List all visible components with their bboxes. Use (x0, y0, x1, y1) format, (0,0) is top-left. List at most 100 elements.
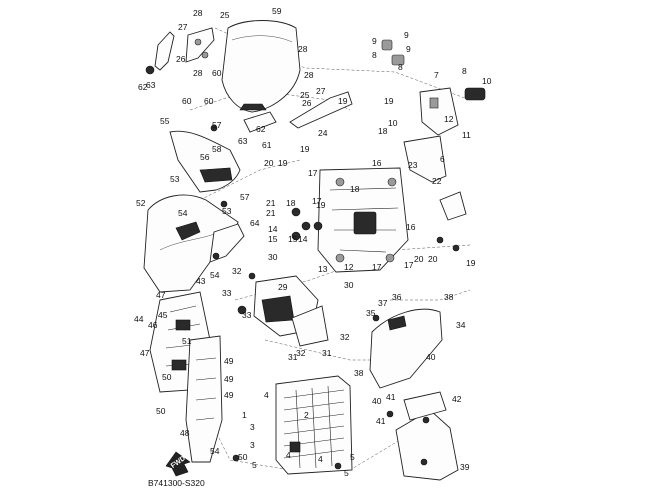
part-number-label: 30 (268, 252, 278, 262)
part-number-label: 50 (162, 372, 172, 382)
lower-panel-left (185, 335, 223, 463)
part-number-label: 4 (286, 450, 291, 460)
part-number-label: 25 (300, 90, 310, 100)
part-number-label: 5 (252, 460, 257, 470)
part-number-label: 42 (452, 394, 462, 404)
part-number-label: 52 (136, 198, 146, 208)
part-number-label: 17 (404, 260, 414, 270)
part-number-label: 60 (182, 96, 192, 106)
part-number-label: 22 (432, 176, 442, 186)
part-number-label: 23 (408, 160, 418, 170)
part-number-label: 4 (318, 454, 323, 464)
part-number-label: 19 (338, 96, 348, 106)
part-number-label: 19 (278, 158, 288, 168)
part-number-label: 12 (444, 114, 454, 124)
part-number-label: 30 (344, 280, 354, 290)
side-bracket-right (403, 135, 467, 221)
part-number-label: 41 (386, 392, 396, 402)
part-number-label: 32 (296, 348, 306, 358)
side-fairing-left (143, 194, 239, 293)
part-number-label: 27 (316, 86, 326, 96)
part-number-label: 15 (288, 234, 298, 244)
part-number-label: 25 (220, 10, 230, 20)
part-number-label: 33 (242, 310, 252, 320)
part-number-label: 55 (160, 116, 170, 126)
part-number-label: 63 (146, 80, 156, 90)
trim-strip-left (154, 31, 175, 71)
part-number-label: 26 (176, 54, 186, 64)
part-number-label: 50 (156, 406, 166, 416)
part-number-label: 18 (286, 198, 296, 208)
fasteners (145, 65, 460, 470)
part-number-label: 53 (170, 174, 180, 184)
part-number-label: 12 (344, 262, 354, 272)
part-number-label: 9 (404, 30, 409, 40)
part-number-label: 62 (138, 82, 148, 92)
part-number-label: 54 (210, 446, 220, 456)
part-number-label: 5 (344, 468, 349, 478)
part-number-label: 48 (180, 428, 190, 438)
part-number-label: 32 (340, 332, 350, 342)
part-number-label: 51 (182, 336, 192, 346)
part-number-label: 57 (212, 120, 222, 130)
part-number-label: 54 (178, 208, 188, 218)
part-number-label: 46 (148, 320, 158, 330)
part-number-label: 28 (193, 68, 203, 78)
part-number-label: 8 (398, 62, 403, 72)
part-number-label: 17 (312, 196, 322, 206)
part-number-label: 61 (262, 140, 272, 150)
part-number-label: 20 (428, 254, 438, 264)
duct-cover (291, 305, 329, 347)
part-number-label: 21 (266, 198, 276, 208)
part-number-label: 40 (426, 352, 436, 362)
part-number-label: 34 (456, 320, 466, 330)
part-number-label: 58 (212, 144, 222, 154)
part-number-label: 6 (440, 154, 445, 164)
part-number-label: 54 (210, 270, 220, 280)
part-number-label: 47 (140, 348, 150, 358)
part-number-label: 14 (298, 234, 308, 244)
upper-cowl (169, 130, 241, 193)
part-number-label: 2 (304, 410, 309, 420)
part-number-label: 19 (466, 258, 476, 268)
part-number-label: 59 (272, 6, 282, 16)
part-number-label: 18 (378, 126, 388, 136)
part-number-label: 28 (193, 8, 203, 18)
part-number-label: 21 (266, 208, 276, 218)
lower-panel-right (395, 391, 459, 481)
part-number-label: 24 (318, 128, 328, 138)
part-number-label: 7 (434, 70, 439, 80)
part-number-label: 5 (350, 452, 355, 462)
part-number-label: 17 (372, 262, 382, 272)
upper-bracket-right (381, 39, 486, 136)
part-number-label: 10 (482, 76, 492, 86)
side-fairing-right (369, 308, 443, 389)
part-number-label: 29 (278, 282, 288, 292)
part-number-label: 17 (308, 168, 318, 178)
mirror-stay (243, 91, 353, 133)
diagram-code: B741300-S320 (148, 478, 205, 488)
part-number-label: 19 (316, 200, 326, 210)
part-number-label: 18 (350, 184, 360, 194)
part-number-label: 19 (300, 144, 310, 154)
part-number-label: 50 (238, 452, 248, 462)
part-number-label: 60 (212, 68, 222, 78)
part-number-label: 64 (250, 218, 260, 228)
part-number-label: 27 (178, 22, 188, 32)
part-number-label: 28 (304, 70, 314, 80)
part-number-label: 36 (392, 292, 402, 302)
headlight-stay (317, 167, 409, 273)
part-number-label: 11 (462, 130, 471, 140)
part-number-label: 49 (224, 374, 234, 384)
part-number-label: 1 (242, 410, 247, 420)
part-number-label: 49 (224, 390, 234, 400)
part-number-label: 13 (318, 264, 328, 274)
side-cover (209, 223, 245, 263)
part-number-label: 28 (298, 44, 308, 54)
part-number-label: 10 (388, 118, 398, 128)
part-number-label: 44 (134, 314, 144, 324)
part-number-label: 16 (406, 222, 416, 232)
part-number-label: 3 (250, 422, 255, 432)
part-number-label: 38 (354, 368, 364, 378)
part-number-label: 37 (378, 298, 388, 308)
